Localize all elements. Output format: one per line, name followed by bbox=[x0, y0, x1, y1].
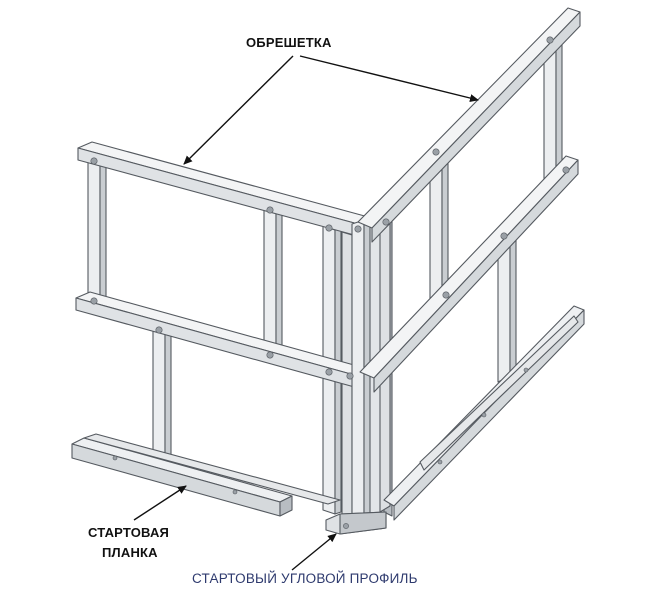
arrow-to-starter-strip bbox=[133, 485, 187, 521]
starter-corner-profile bbox=[325, 511, 387, 535]
label-starter-strip-line1: СТАРТОВАЯ bbox=[88, 525, 170, 540]
label-lathing: ОБРЕШЕТКА bbox=[246, 35, 332, 50]
arrow-to-right-rail bbox=[299, 55, 479, 102]
left-starter-strip bbox=[71, 433, 341, 517]
label-starter-corner-profile: СТАРТОВЫЙ УГЛОВОЙ ПРОФИЛЬ bbox=[192, 571, 418, 586]
right-starter-strip bbox=[383, 305, 585, 521]
right-top-rail bbox=[357, 7, 581, 243]
arrow-to-corner-profile bbox=[291, 533, 337, 571]
label-starter-strip-line2: ПЛАНКА bbox=[102, 545, 158, 560]
arrow-to-left-rail bbox=[183, 55, 294, 165]
callout-arrows bbox=[133, 55, 479, 571]
right-middle-rail bbox=[359, 155, 579, 393]
fastener-dots bbox=[90, 36, 570, 529]
right-wall-posts bbox=[379, 27, 563, 513]
left-top-rail bbox=[77, 141, 373, 237]
